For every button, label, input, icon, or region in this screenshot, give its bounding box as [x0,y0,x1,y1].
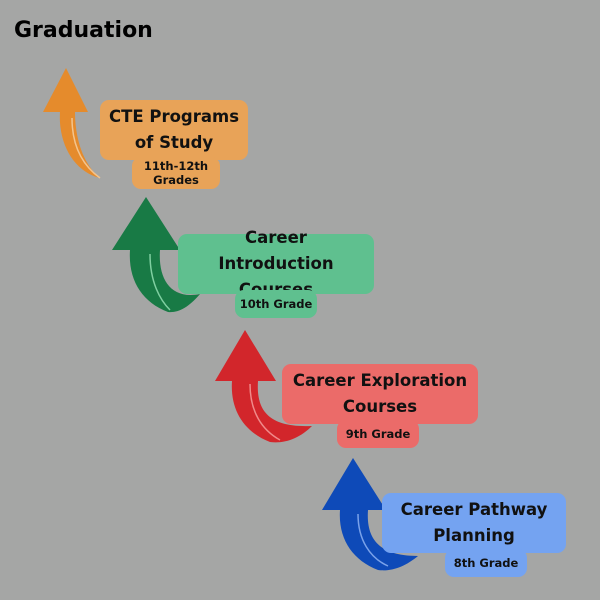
arrow-shaft [112,197,200,313]
step-box-career-pathway: Career Pathway Planning [382,493,566,553]
grade-label: 10th Grade [239,297,313,311]
grade-badge-9th: 9th Grade [337,420,419,448]
grade-label: 9th Grade [345,427,411,441]
step-title-line: Career Pathway [400,500,548,519]
grade-label: 11th-12th [143,159,209,173]
curved-up-arrow-icon [322,458,418,571]
arrow-shaft [322,458,418,571]
arrow-highlight [357,513,389,567]
step-box-cte-programs: CTE Programs of Study [100,100,248,160]
grade-label: 8th Grade [453,556,519,570]
step-box-career-exploration: Career Exploration Courses [282,364,478,424]
step-title-line: of Study [134,133,214,152]
step-title-line: Career Exploration [292,371,468,390]
arrow-highlight [71,117,101,179]
arrow-shaft [215,330,312,443]
step-title-line: Career Introduction [218,228,334,273]
grade-label: Grades [153,173,199,187]
step-title-line: CTE Programs [108,107,240,126]
step-box-career-introduction: Career Introduction Courses [178,228,374,299]
step-title-line: Courses [342,397,418,416]
curved-up-arrow-icon [43,68,101,179]
grade-badge-11th-12th: 11th-12th Grades [132,157,220,189]
curved-up-arrow-icon [215,330,312,443]
grade-badge-10th: 10th Grade [235,290,317,318]
curved-up-arrow-icon [112,197,200,313]
step-title-line: Planning [433,526,515,545]
diagram-title: Graduation [14,18,153,43]
arrow-highlight [249,383,281,441]
grade-badge-8th: 8th Grade [445,549,527,577]
arrow-highlight [149,253,171,311]
